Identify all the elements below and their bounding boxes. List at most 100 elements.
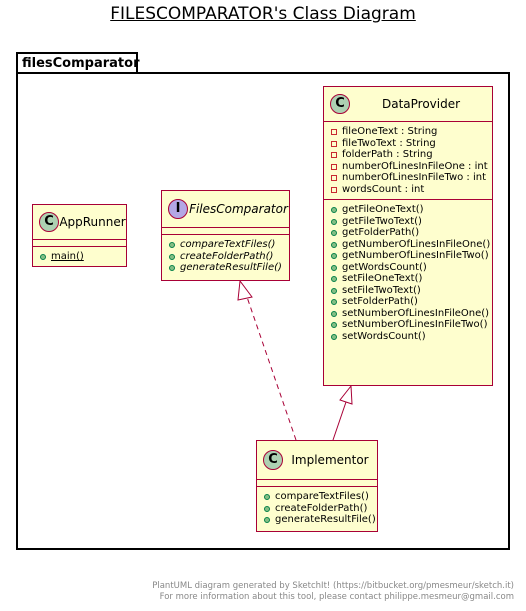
public-visibility-icon [331, 299, 337, 305]
member-text: getWordsCount() [342, 261, 427, 273]
member-text: generateResultFile() [180, 262, 282, 273]
class-name: DataProvider [381, 97, 461, 111]
public-visibility-icon [331, 322, 337, 328]
member-text: setFileTwoText() [342, 284, 421, 296]
member-text: compareTextFiles() [180, 239, 276, 250]
member-text: numberOfLinesInFileOne : int [342, 160, 488, 172]
public-visibility-icon [169, 253, 175, 260]
method-row: getFileTwoText() [324, 216, 492, 228]
member-text: generateResultFile() [275, 514, 376, 525]
private-visibility-icon [331, 186, 337, 193]
public-visibility-icon [331, 276, 337, 282]
member-text: setFolderPath() [342, 296, 418, 307]
method-row: generateResultFile() [257, 514, 377, 526]
private-visibility-icon [331, 163, 337, 170]
methods-section: main() [33, 246, 126, 267]
method-row: setFileOneText() [324, 273, 492, 285]
method-row: createFolderPath() [162, 251, 289, 263]
public-visibility-icon [331, 264, 337, 271]
method-row: generateResultFile() [162, 262, 289, 274]
member-text: numberOfLinesInFileTwo : int [342, 172, 487, 183]
public-visibility-icon [264, 505, 270, 512]
public-visibility-icon [331, 333, 337, 340]
private-visibility-icon [331, 140, 337, 147]
member-text: setNumberOfLinesInFileOne() [342, 307, 490, 319]
method-row: setFolderPath() [324, 296, 492, 308]
diagram-title: FILESCOMPARATOR's Class Diagram [110, 4, 416, 24]
class-badge-icon: C [263, 450, 283, 470]
member-text: getFileOneText() [342, 204, 424, 215]
method-row: getNumberOfLinesInFileTwo() [324, 250, 492, 262]
public-visibility-icon [331, 253, 337, 259]
class-implementor: C Implementor compareTextFiles()createFold… [256, 440, 378, 532]
field-row: folderPath : String [324, 149, 492, 161]
fields-section [257, 479, 377, 486]
interface-badge-icon: I [168, 199, 188, 219]
method-row: compareTextFiles() [257, 491, 377, 503]
public-visibility-icon [331, 230, 337, 236]
method-row: setFileTwoText() [324, 285, 492, 297]
member-text: setWordsCount() [342, 330, 426, 342]
field-row: fileTwoText : String [324, 138, 492, 150]
method-row: main() [33, 251, 126, 263]
member-text: fileOneText : String [342, 126, 438, 137]
footer-line-contact: For more information about this tool, pl… [159, 592, 514, 602]
public-visibility-icon [264, 517, 270, 523]
member-text: getFileTwoText() [342, 215, 422, 227]
public-visibility-icon [264, 494, 270, 500]
class-name: AppRunner [59, 215, 126, 229]
member-text: main() [51, 251, 84, 262]
public-visibility-icon [331, 287, 337, 294]
public-visibility-icon [331, 310, 337, 317]
method-row: getFileOneText() [324, 204, 492, 216]
public-visibility-icon [169, 242, 175, 248]
method-row: setNumberOfLinesInFileOne() [324, 308, 492, 320]
generalization-arrowhead [339, 384, 353, 405]
private-visibility-icon [331, 152, 337, 158]
member-text: compareTextFiles() [275, 491, 369, 502]
class-name: Implementor [291, 453, 369, 467]
methods-section: compareTextFiles()createFolderPath()gene… [162, 234, 289, 278]
package-tab: filesComparator [16, 52, 140, 73]
footer-line-generated: PlantUML diagram generated by SketchIt! … [152, 581, 514, 591]
member-text: getFolderPath() [342, 227, 420, 238]
field-row: wordsCount : int [324, 184, 492, 196]
method-row: createFolderPath() [257, 503, 377, 515]
class-header: C Implementor [257, 441, 377, 479]
realization-arrowhead [237, 279, 253, 301]
method-row: compareTextFiles() [162, 239, 289, 251]
method-row: getNumberOfLinesInFileOne() [324, 239, 492, 251]
generalization-line [332, 401, 347, 441]
method-row: setWordsCount() [324, 331, 492, 343]
field-row: fileOneText : String [324, 126, 492, 138]
member-text: createFolderPath() [275, 502, 368, 514]
package-name: filesComparator [22, 56, 140, 71]
public-visibility-icon [331, 207, 337, 213]
public-visibility-icon [331, 241, 337, 248]
methods-section: compareTextFiles()createFolderPath()gene… [257, 486, 377, 530]
class-badge-icon: C [39, 212, 59, 232]
field-row: numberOfLinesInFileTwo : int [324, 172, 492, 184]
field-row: numberOfLinesInFileOne : int [324, 161, 492, 173]
private-visibility-icon [331, 175, 337, 181]
member-text: wordsCount : int [342, 183, 425, 195]
method-row: setNumberOfLinesInFileTwo() [324, 319, 492, 331]
public-visibility-icon [40, 254, 46, 260]
method-row: getWordsCount() [324, 262, 492, 274]
member-text: setFileOneText() [342, 273, 423, 284]
fields-section [162, 227, 289, 234]
member-text: setNumberOfLinesInFileTwo() [342, 319, 488, 330]
member-text: createFolderPath() [180, 250, 274, 262]
member-text: getNumberOfLinesInFileTwo() [342, 250, 489, 261]
member-text: folderPath : String [342, 149, 433, 160]
member-text: getNumberOfLinesInFileOne() [342, 238, 491, 250]
fields-section [33, 239, 126, 246]
public-visibility-icon [169, 265, 175, 271]
class-name: FilesComparator [189, 202, 288, 216]
member-text: fileTwoText : String [342, 137, 436, 149]
